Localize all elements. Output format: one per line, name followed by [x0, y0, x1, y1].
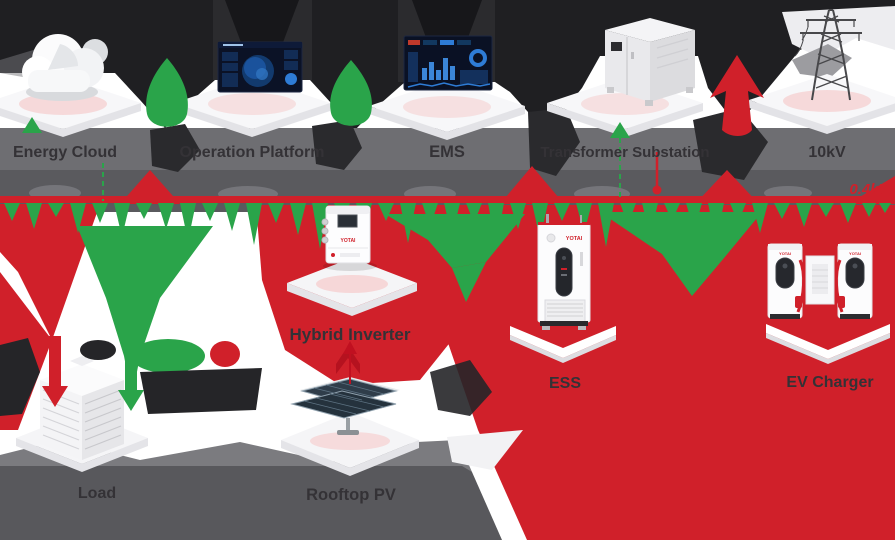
green-arrow-up-cloud [22, 117, 42, 133]
ems-screen [403, 35, 493, 91]
ev-charger-unit-left: YOTAI [767, 243, 806, 319]
red-drop-dot [652, 185, 662, 195]
platform-ems [369, 80, 525, 140]
label-transformer-substation: Transformer Substation [540, 144, 709, 161]
ev-right-brand-text: YOTAI [849, 251, 861, 256]
bus-line-04kv: 0.4kV [0, 181, 895, 203]
hybrid-inverter-device: YOTAI [321, 205, 377, 271]
ev-charger-unit-right: YOTAI [834, 243, 873, 319]
platform-rooftop-pv [281, 412, 419, 476]
ev-charger-station: YOTAI YOTAI [767, 243, 873, 319]
green-down-arrow-head [118, 390, 144, 411]
green-up-arrow [330, 60, 372, 126]
red-power-up-arrow [710, 55, 764, 136]
label-operation-platform: Operation Platform [180, 144, 325, 161]
platform-hybrid-inverter [287, 258, 417, 316]
label-energy-cloud: Energy Cloud [13, 144, 117, 161]
rooftop-pv-panel [290, 377, 400, 435]
red-down-arrow-shaft [49, 336, 61, 388]
label-load: Load [78, 485, 116, 502]
green-down-arrow-shaft [125, 336, 137, 392]
bus-voltage-label: 0.4kV [849, 181, 890, 198]
ess-brand-text: YOTAI [566, 236, 583, 242]
operation-platform-screen [217, 41, 303, 93]
green-arrow-up-substation [610, 122, 630, 138]
ess-cabinet: YOTAI [537, 214, 591, 330]
bottom-black-decor [0, 338, 492, 416]
platform-ev-edge [766, 324, 890, 364]
cloud-icon [22, 34, 108, 101]
label-10kv: 10kV [808, 144, 846, 161]
label-ess: ESS [549, 375, 581, 392]
middle-platforms [287, 258, 890, 364]
platform-ess-edge [510, 326, 616, 363]
inverter-brand-text: YOTAI [341, 238, 357, 244]
label-hybrid-inverter: Hybrid Inverter [290, 325, 411, 344]
green-up-arrow [146, 58, 188, 127]
label-ev-charger: EV Charger [786, 374, 873, 391]
green-up-arrows [146, 58, 372, 127]
node-labels: Energy Cloud Operation Platform EMS Tran… [13, 143, 874, 504]
label-rooftop-pv: Rooftop PV [306, 486, 396, 504]
label-ems: EMS [429, 143, 465, 161]
green-signal-fringe [4, 203, 891, 398]
transformer-cabinet [605, 18, 695, 106]
connectors [22, 117, 662, 411]
red-arrow-up-rooftop [343, 341, 357, 354]
transmission-tower-icon [794, 9, 862, 101]
red-down-arrow-head [42, 386, 68, 407]
ev-left-brand-text: YOTAI [779, 251, 791, 256]
